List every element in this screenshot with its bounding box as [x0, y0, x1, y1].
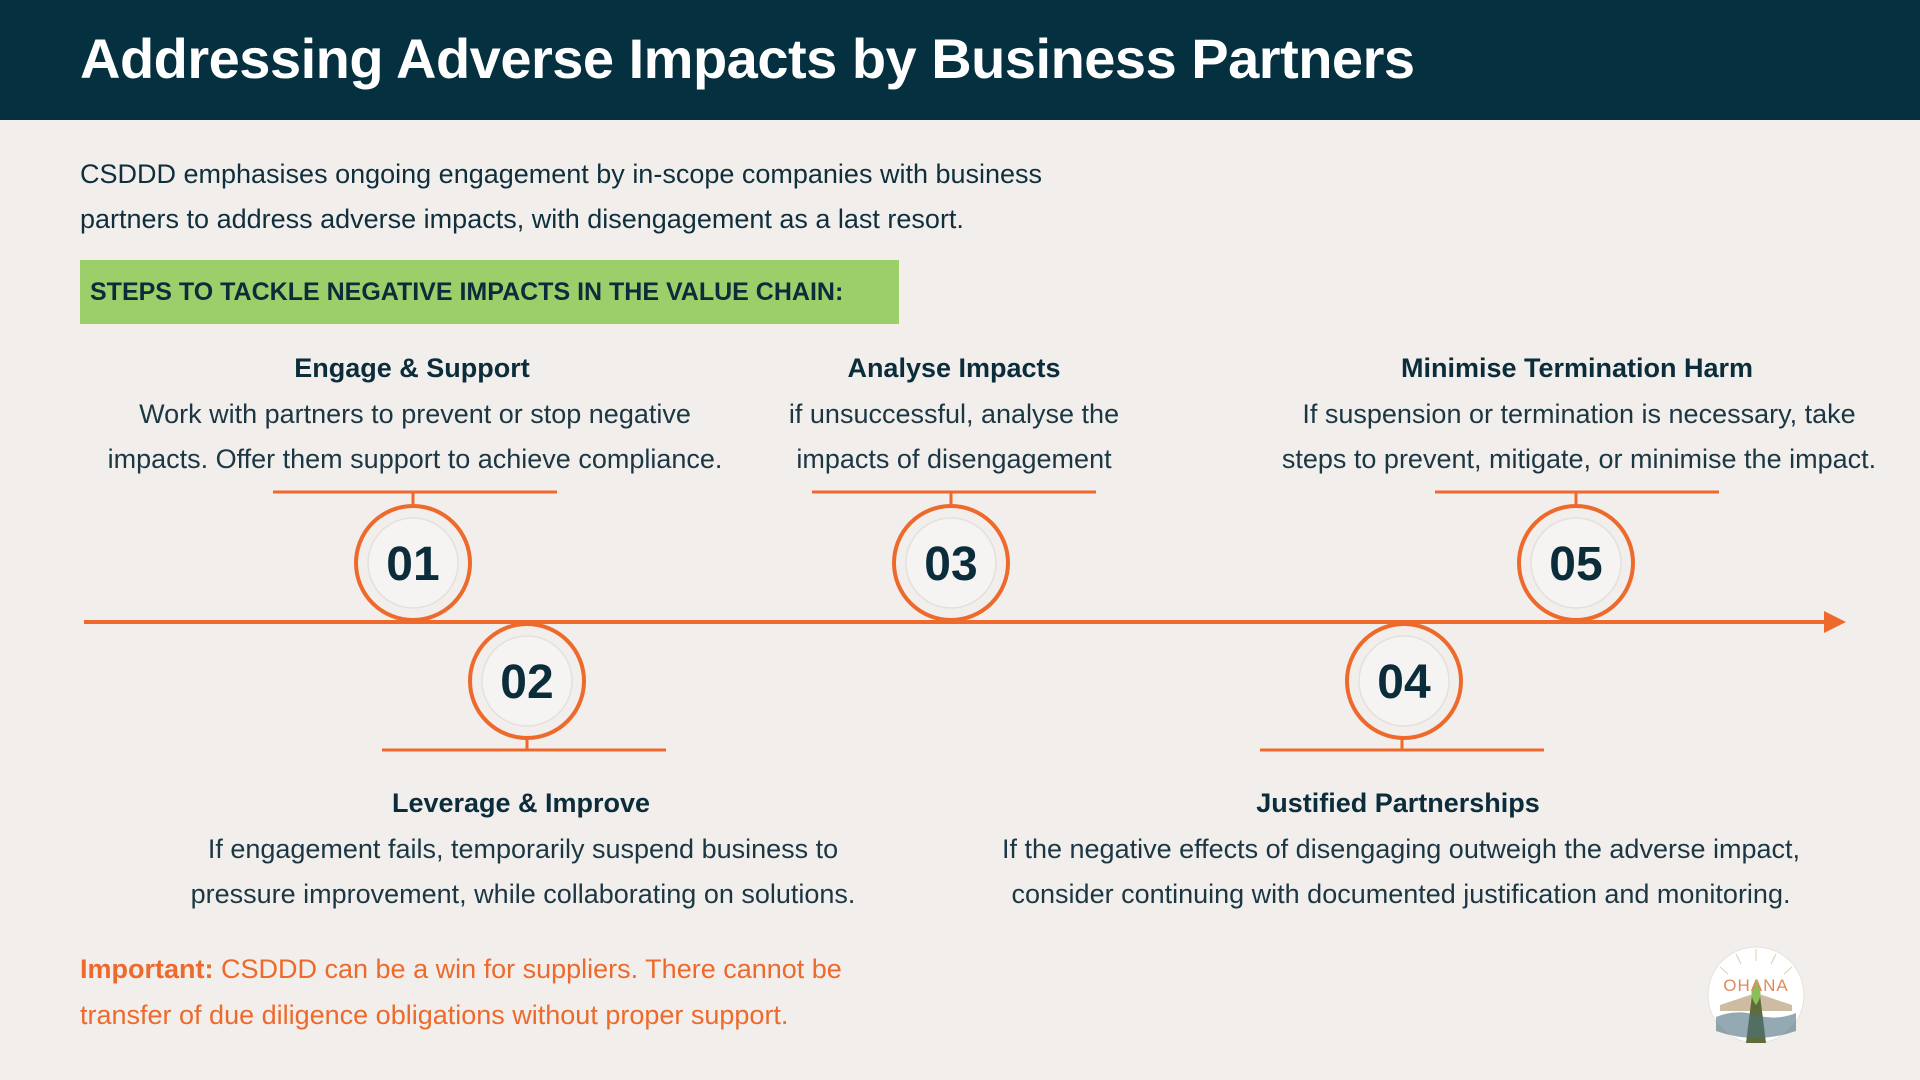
page-title: Addressing Adverse Impacts by Business P… [80, 27, 1415, 90]
step-01-number: 01 [386, 538, 439, 591]
step-01-title: Engage & Support [294, 353, 530, 383]
step-05-inner-circle [1530, 517, 1622, 609]
header-bar: Addressing Adverse Impacts by Business P… [0, 0, 1920, 120]
step-05-marker: 05 [1435, 490, 1719, 622]
important-note: Important: CSDDD can be a win for suppli… [80, 946, 940, 1038]
step-03-number: 03 [924, 538, 977, 591]
step-04-desc-line-2: consider continuing with documented just… [1011, 879, 1791, 909]
step-04-title: Justified Partnerships [1256, 788, 1540, 818]
steps-banner: STEPS TO TACKLE NEGATIVE IMPACTS IN THE … [80, 260, 899, 324]
step-01-marker: 01 [273, 490, 557, 622]
step-01-inner-circle [367, 517, 459, 609]
step-01-description: Work with partners to prevent or stop ne… [108, 392, 723, 482]
step-03-marker: 03 [812, 490, 1096, 622]
step-02-desc-line-2: pressure improvement, while collaboratin… [190, 879, 856, 909]
step-05-title: Minimise Termination Harm [1400, 353, 1754, 383]
intro-paragraph: CSDDD emphasises ongoing engagement by i… [80, 152, 1140, 242]
step-05-desc-line-1: If suspension or termination is necessar… [1302, 399, 1856, 429]
step-03-description: if unsuccessful, analyse the impacts of … [789, 392, 1119, 482]
step-02-desc-line-1: If engagement fails, temporarily suspend… [207, 834, 839, 864]
step-03-desc-line-1: if unsuccessful, analyse the [788, 399, 1120, 429]
step-02-description: If engagement fails, temporarily suspend… [191, 827, 856, 917]
step-02-title: Leverage & Improve [391, 788, 651, 818]
step-01-desc-line-2: impacts. Offer them support to achieve c… [107, 444, 723, 474]
step-03-inner-circle [905, 517, 997, 609]
step-05-desc-line-2: steps to prevent, mitigate, or minimise … [1281, 444, 1877, 474]
intro-line-1: CSDDD emphasises ongoing engagement by i… [80, 159, 1043, 189]
important-label: Important: [80, 954, 214, 984]
step-02-marker: 02 [382, 622, 666, 752]
step-03-desc-line-2: impacts of disengagement [796, 444, 1112, 474]
step-01-desc-line-1: Work with partners to prevent or stop ne… [139, 399, 691, 429]
important-text-line-1: CSDDD can be a win for suppliers. There … [221, 954, 842, 984]
step-04-desc-line-1: If the negative effects of disengaging o… [1001, 834, 1801, 864]
steps-banner-label: STEPS TO TACKLE NEGATIVE IMPACTS IN THE … [90, 278, 844, 306]
step-03-title: Analyse Impacts [847, 353, 1061, 383]
step-04-number: 04 [1377, 656, 1431, 709]
step-05-number: 05 [1549, 538, 1602, 591]
step-02-number: 02 [500, 656, 553, 709]
ohana-logo: OHANA [1707, 946, 1805, 1044]
intro-line-2: partners to address adverse impacts, wit… [80, 204, 964, 234]
step-05-description: If suspension or termination is necessar… [1282, 392, 1876, 482]
step-02-inner-circle [481, 635, 573, 727]
step-04-description: If the negative effects of disengaging o… [1002, 827, 1800, 917]
important-text-line-2: transfer of due diligence obligations wi… [80, 1000, 789, 1030]
logo-text: OHANA [1723, 976, 1788, 995]
step-04-inner-circle [1358, 635, 1450, 727]
step-04-marker: 04 [1260, 622, 1544, 752]
timeline-arrow-head [1824, 611, 1846, 633]
